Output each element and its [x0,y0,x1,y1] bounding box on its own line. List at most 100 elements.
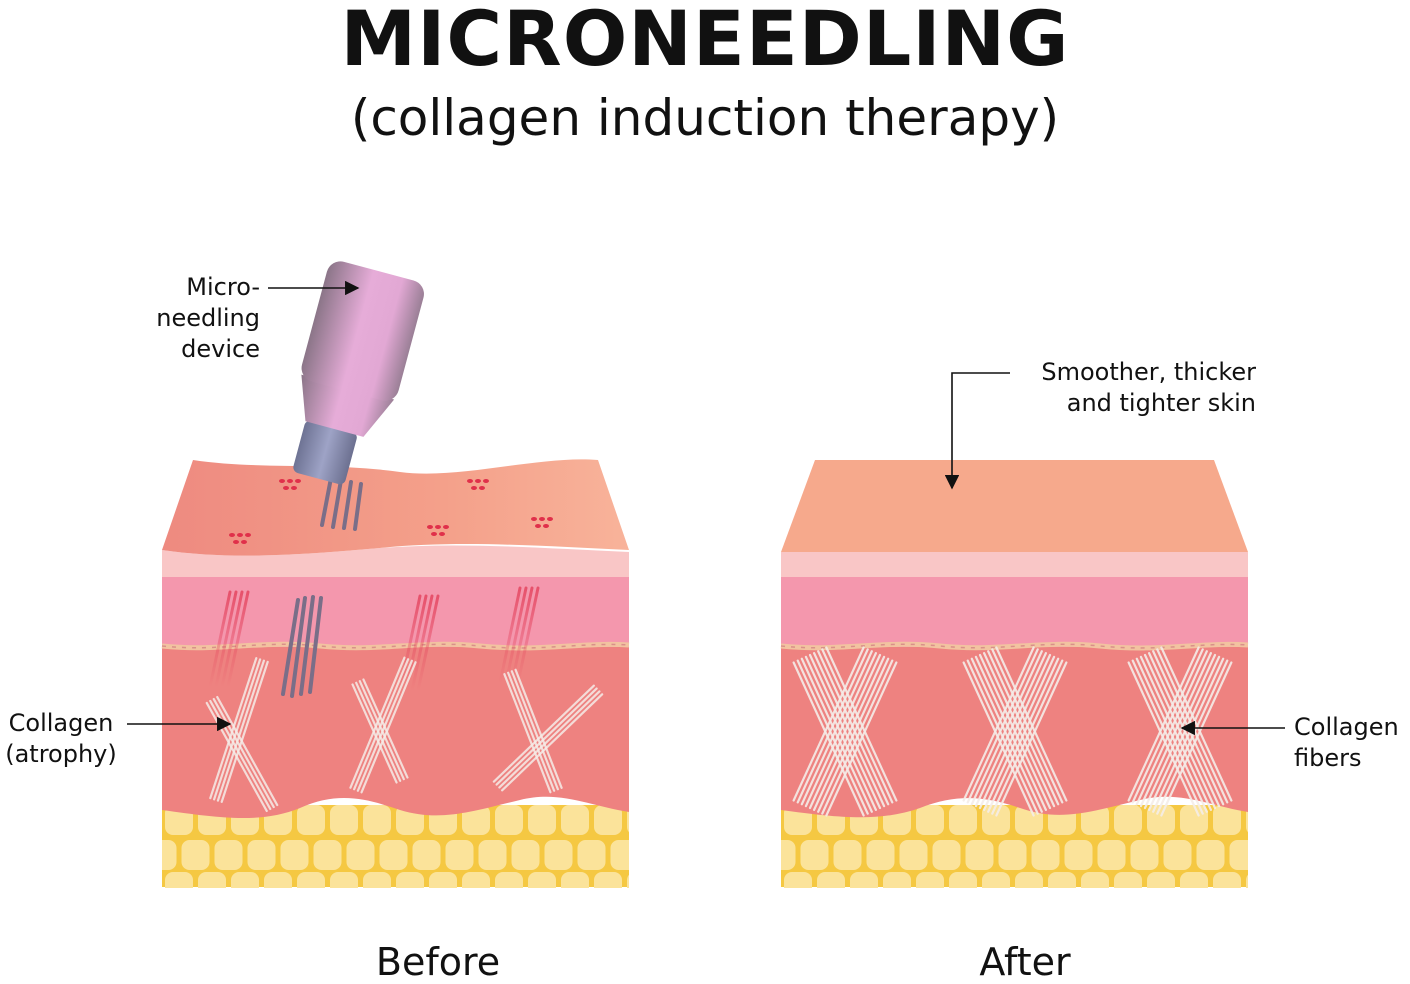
fat-cell [1180,805,1208,835]
collagen-strand [1152,657,1225,813]
puncture-dot [543,524,549,528]
needle-channel [416,594,440,693]
after-epidermis [781,460,1248,552]
collagen-strand [1156,659,1229,815]
fat-cell [627,807,629,833]
collagen-strand [362,678,409,779]
fat-cell [280,840,309,870]
fat-cell [949,872,977,888]
collagen-strand [349,656,406,789]
fat-cell [429,872,457,888]
fat-cell [1031,840,1060,870]
collagen-strand [510,670,559,791]
collagen-strand [808,653,882,810]
fat-cell [1081,805,1109,835]
fat-cell [883,872,911,888]
device-tip [293,420,357,485]
collagen-fibers-label-line1: Collagen [1294,713,1399,741]
fat-cell [462,805,490,835]
needle-channel [214,590,238,689]
needle-channel [510,586,534,685]
puncture-dot [287,479,293,483]
fat-cell [363,872,391,888]
microneedling-device [293,261,424,531]
puncture-dot [279,479,285,483]
collagen-strand [821,659,894,815]
collagen-strand [974,652,1048,808]
fat-cell [231,872,259,888]
fat-cell [594,805,622,835]
fat-cell [781,840,796,870]
puncture-dot [479,486,485,490]
needle-channel [410,594,434,693]
fat-cell [784,872,812,888]
collagen-strand [812,655,886,811]
puncture-dot [229,533,235,537]
collagen-strand [353,658,410,791]
puncture-dot [241,540,247,544]
fat-cell [1081,872,1109,888]
fat-cell [1147,872,1175,888]
collagen-atrophy-label-line1: Collagen [8,709,114,737]
fat-cell [445,840,474,870]
collagen-strand [514,668,563,789]
needle-channel [504,586,528,685]
fat-cell [817,872,845,888]
needle-channel [498,586,522,685]
device-needles [320,476,363,531]
collagen-strand [212,658,262,801]
puncture-dot [483,479,489,483]
puncture-dot [237,533,243,537]
fat-cell [181,840,210,870]
fat-cell [949,805,977,835]
collagen-strand [970,650,1043,806]
diagram-title: MICRONEEDLING [340,0,1070,83]
fat-cell [1015,805,1043,835]
collagen-strand [492,684,595,783]
collagen-strand [498,690,601,789]
needle-channel [226,590,250,689]
puncture-dot [291,486,297,490]
fat-cell [1114,805,1142,835]
collagen-strand [1139,655,1213,811]
fat-cell [214,840,243,870]
collagen-strand [987,657,1060,813]
fat-cell [412,840,441,870]
puncture-dot [233,540,239,544]
collagen-strand [800,650,873,806]
fat-cell [297,872,325,888]
before-surface-punctures [229,479,553,544]
collagen-strand [1135,650,1208,806]
collagen-strand [356,659,413,792]
fat-cell [1097,840,1126,870]
fat-cell [511,840,540,870]
fat-cell [1015,872,1043,888]
fat-cell [363,805,391,835]
fat-cell [462,872,490,888]
puncture-dot [467,479,473,483]
fat-cell [1229,840,1248,870]
before-label: Before [375,940,501,984]
collagen-strand [978,653,1052,810]
smoother-skin-label-line2: and tighter skin [1066,389,1256,417]
smoother-leader [944,372,1010,490]
after-boundary-line [780,641,1249,651]
collagen-strand [220,660,269,803]
fat-cell [528,872,556,888]
device-body [301,261,424,401]
after-skin-block [780,460,1249,888]
collagen-strand [804,652,878,808]
fat-cell [478,840,507,870]
collagen-strand [1143,653,1217,810]
collagen-strand [495,687,598,786]
leader-lines [127,280,1285,736]
smoother-skin-label-line1: Smoother, thicker [1041,358,1256,386]
before-epidermis [162,459,629,556]
puncture-dot [439,532,445,536]
fat-cell [1130,840,1159,870]
before-skin-block [161,459,630,888]
after-fat-cells [781,805,1248,888]
collagen-strand [974,655,1048,811]
fat-cell [610,840,629,870]
fat-cell [561,872,589,888]
